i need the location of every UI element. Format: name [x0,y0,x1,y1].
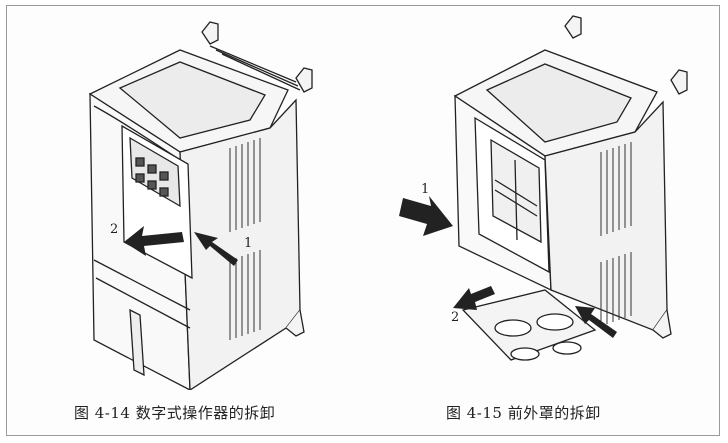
inverter-drawing-left [88,21,313,392]
figure-caption-4-15: 图 4-15 前外罩的拆卸 [446,404,601,422]
step-label-1: 1 [421,182,430,197]
step-label-2: 2 [110,222,119,237]
step-label-1: 1 [244,236,253,251]
arrow-1-icon [399,196,453,236]
arrow-1-icon [194,232,238,266]
inverter-drawing-right [399,15,688,361]
figure-front-cover-removal: 1 2 [395,10,705,390]
arrow-2-icon [124,226,184,256]
arrow-3-icon [575,306,617,338]
step-label-2: 2 [451,310,460,325]
arrow-2-icon [453,286,495,310]
figure-caption-4-14: 图 4-14 数字式操作器的拆卸 [74,404,276,422]
figure-digital-operator-removal: 2 1 [60,10,330,392]
